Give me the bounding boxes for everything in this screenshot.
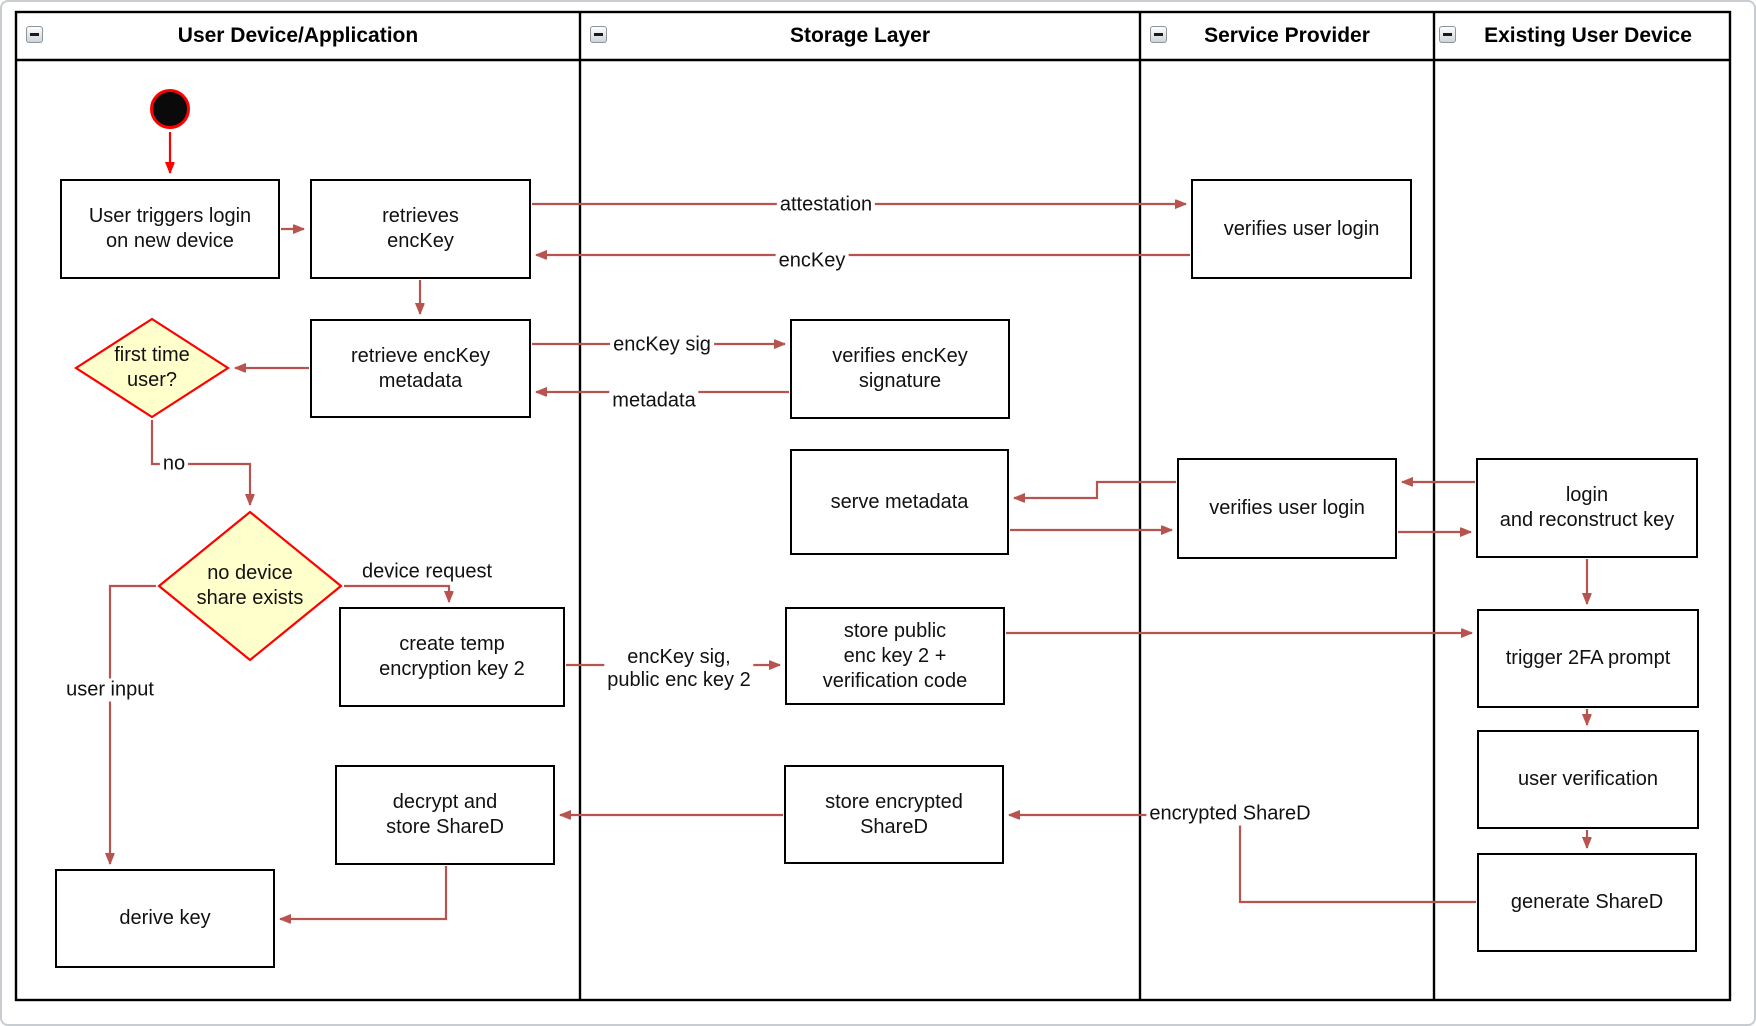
node-retrieves-enckey[interactable]: retrieves encKey: [310, 179, 531, 279]
edge-user-input: [110, 584, 156, 864]
decision-no-device-share-exists[interactable]: no device share exists: [157, 510, 343, 662]
edge-verifies-login-to-serve-metadata: [1014, 480, 1176, 498]
diamond-shape: [74, 317, 230, 419]
edge-no-branch: [150, 420, 250, 505]
node-user-triggers-login[interactable]: User triggers login on new device: [60, 179, 280, 279]
edge-label-enckey-sig: encKey sig: [610, 333, 714, 357]
node-store-encrypted-shared[interactable]: store encrypted ShareD: [784, 765, 1004, 864]
lane-title-text: User Device/Application: [177, 24, 419, 47]
edge-label-no: no: [159, 452, 189, 476]
edge-label-device-request: device request: [358, 560, 496, 584]
diamond-shape: [157, 510, 343, 662]
node-trigger-2fa-prompt[interactable]: trigger 2FA prompt: [1477, 609, 1699, 708]
lane-header-storage-layer: Storage Layer: [580, 12, 1140, 60]
node-retrieve-enckey-metadata[interactable]: retrieve encKey metadata: [310, 319, 531, 418]
edge-encrypted-shared: [1009, 815, 1476, 904]
node-decrypt-and-store-shared[interactable]: decrypt and store ShareD: [335, 765, 555, 865]
lane-header-user-device: User Device/Application: [16, 12, 580, 60]
edge-decrypt-to-derive-key: [280, 866, 448, 919]
collapse-icon[interactable]: [26, 26, 43, 43]
lane-title-text: Existing User Device: [1484, 24, 1692, 47]
collapse-icon[interactable]: [1150, 26, 1167, 43]
lane-header-service-provider: Service Provider: [1140, 12, 1434, 60]
lane-header-existing-user-device: Existing User Device: [1446, 12, 1730, 60]
collapse-icon[interactable]: [1439, 26, 1456, 43]
collapse-icon[interactable]: [590, 26, 607, 43]
node-store-public-enc-key-2[interactable]: store public enc key 2 + verification co…: [785, 607, 1005, 705]
edge-label-enckey-sig-public-key: encKey sig, public enc key 2: [604, 646, 754, 692]
edge-label-enckey: encKey: [775, 249, 849, 273]
node-verifies-enckey-signature[interactable]: verifies encKey signature: [790, 319, 1010, 419]
edge-label-user-input: user input: [63, 678, 157, 702]
node-serve-metadata[interactable]: serve metadata: [790, 449, 1009, 555]
node-derive-key[interactable]: derive key: [55, 869, 275, 968]
edge-label-encrypted-shared: encrypted ShareD: [1146, 802, 1314, 826]
node-verifies-user-login-mid[interactable]: verifies user login: [1177, 458, 1397, 559]
node-create-temp-encryption-key-2[interactable]: create temp encryption key 2: [339, 607, 565, 707]
lane-title-text: Service Provider: [1204, 24, 1370, 47]
node-login-and-reconstruct-key[interactable]: login and reconstruct key: [1476, 458, 1698, 558]
edge-label-attestation: attestation: [776, 193, 876, 217]
start-node[interactable]: [150, 89, 190, 129]
node-user-verification[interactable]: user verification: [1477, 730, 1699, 829]
pool-frame: [14, 10, 1732, 1002]
node-verifies-user-login-top[interactable]: verifies user login: [1191, 179, 1412, 279]
decision-label: no device share exists: [196, 562, 304, 609]
edge-label-metadata: metadata: [609, 389, 699, 413]
decision-first-time-user[interactable]: first time user?: [74, 317, 230, 419]
edge-device-request: [344, 584, 449, 602]
lane-title-text: Storage Layer: [789, 24, 931, 47]
node-generate-shared[interactable]: generate ShareD: [1477, 853, 1697, 952]
decision-label: first time user?: [114, 344, 190, 391]
